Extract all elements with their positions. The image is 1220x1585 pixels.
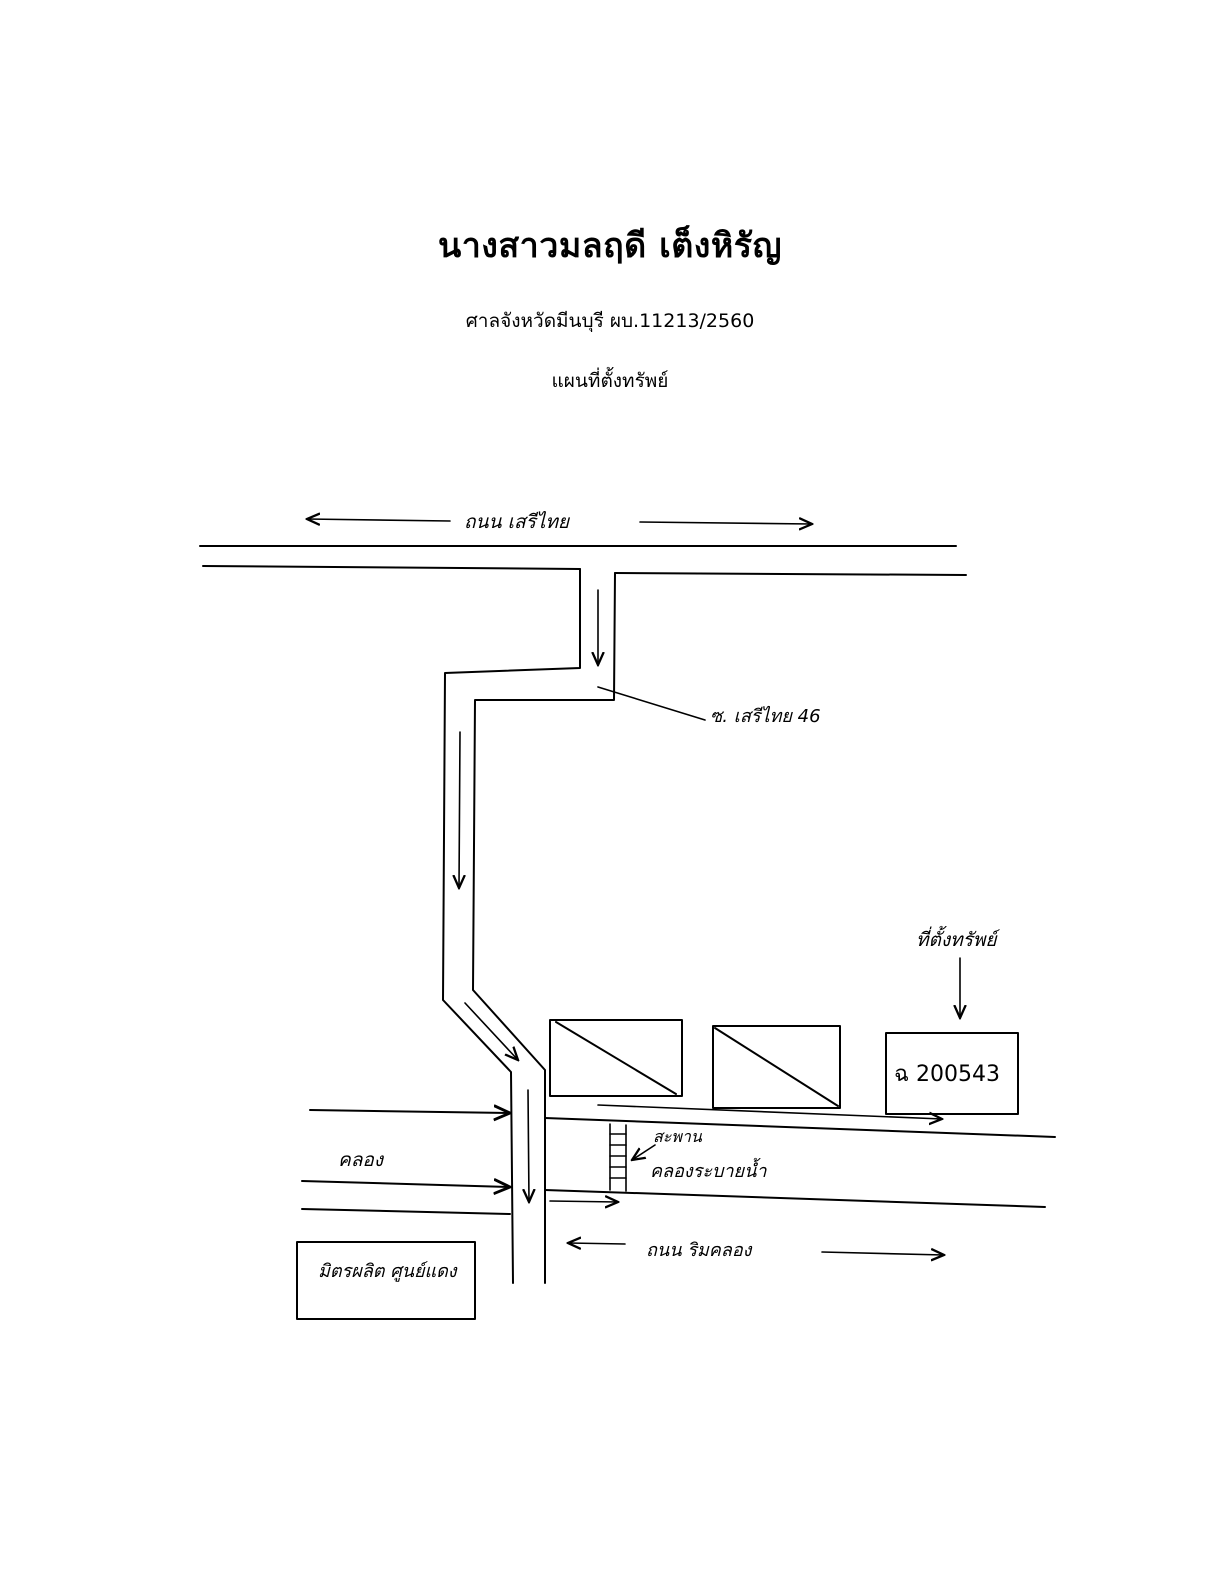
top-road [199,545,967,576]
neighbor-building-1 [549,1019,683,1097]
shop-label: มิตรผลิต ศูนย์แดง [318,1261,458,1282]
top-road-label: ถนน เสรีไทย [464,510,571,533]
shop-landmark [296,1241,476,1320]
soi-direction-arrows [459,589,598,1202]
canal-bank-arrow [549,1201,618,1202]
canal-road-direction-arrows [568,1243,944,1255]
soi-label-leader [597,686,706,721]
drainage-canal-label: คลองระบายน้ำ [650,1157,767,1182]
property-deed-label: ฉ 200543 [894,1062,1000,1087]
property-parcel [885,1032,1019,1115]
map-title: แผนที่ตั้งทรัพย์ [551,370,669,392]
canal-left [301,1110,510,1215]
bridge [609,1123,627,1192]
canal-label: คลอง [338,1149,385,1171]
canal-road-label: ถนน ริมคลอง [646,1240,753,1261]
top-road-direction-arrows [307,519,812,524]
court-case-number: ศาลจังหวัดมีนบุรี ผบ.11213/2560 [465,310,755,332]
soi-label: ซ. เสรีไทย 46 [710,705,821,727]
bridge-label-arrow [632,1144,656,1160]
property-marker-label: ที่ตั้งทรัพย์ [916,925,1001,951]
neighbor-building-2 [712,1025,841,1109]
drainage-canal [544,1117,1056,1208]
bridge-label: สะพาน [653,1127,703,1146]
owner-name: นางสาวมลฤดี เต็งหิรัญ [437,226,783,266]
property-access-arrow [597,1104,942,1119]
